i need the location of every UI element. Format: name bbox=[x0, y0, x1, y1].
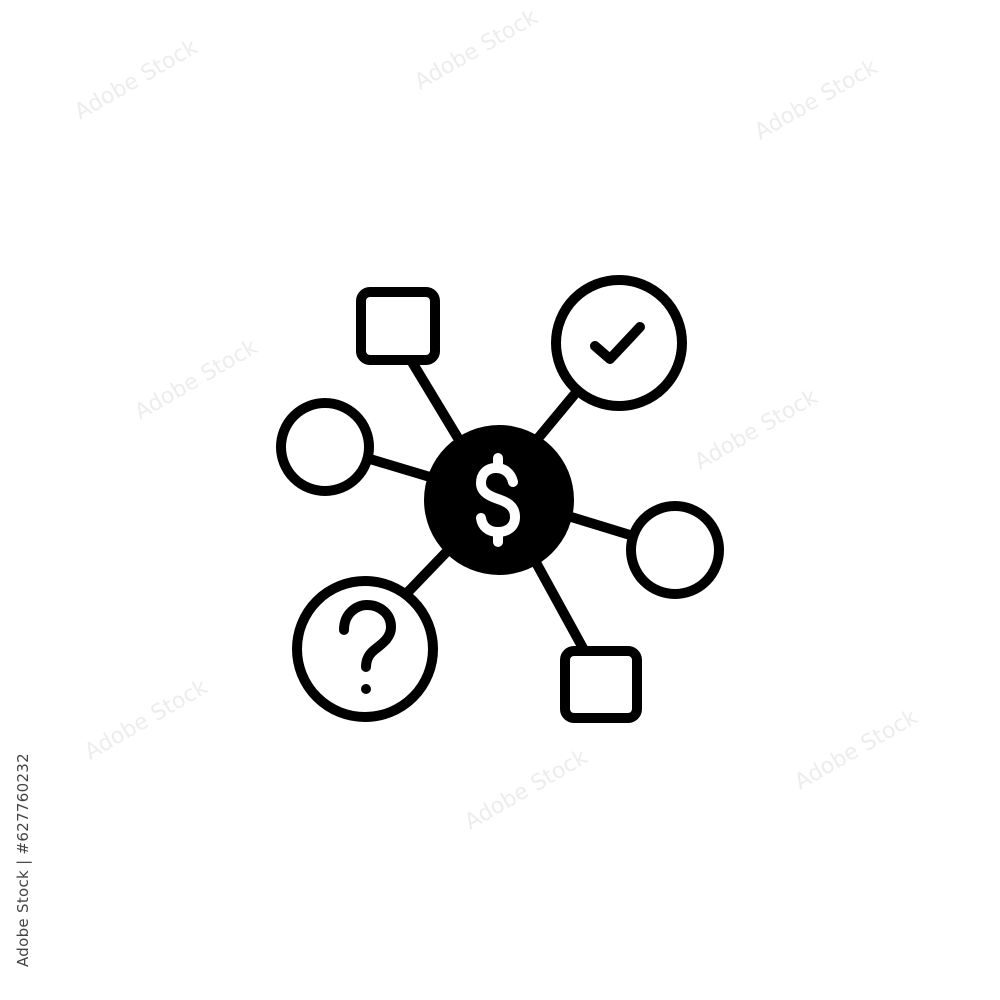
square-node bbox=[560, 646, 642, 723]
stock-id-label: Adobe Stock | #627760232 bbox=[12, 753, 34, 967]
connector-line bbox=[563, 511, 635, 540]
connector-line bbox=[523, 543, 589, 655]
check-circle-node bbox=[551, 275, 687, 411]
question-dot bbox=[361, 684, 371, 694]
dollar-icon bbox=[476, 453, 520, 547]
question-circle-node bbox=[292, 576, 438, 722]
square-node bbox=[356, 287, 440, 365]
check-icon bbox=[590, 322, 645, 364]
question-icon bbox=[339, 600, 396, 672]
circle-node bbox=[276, 398, 374, 496]
stock-id-text: Adobe Stock | #627760232 bbox=[14, 753, 33, 967]
circle-node bbox=[626, 501, 724, 599]
